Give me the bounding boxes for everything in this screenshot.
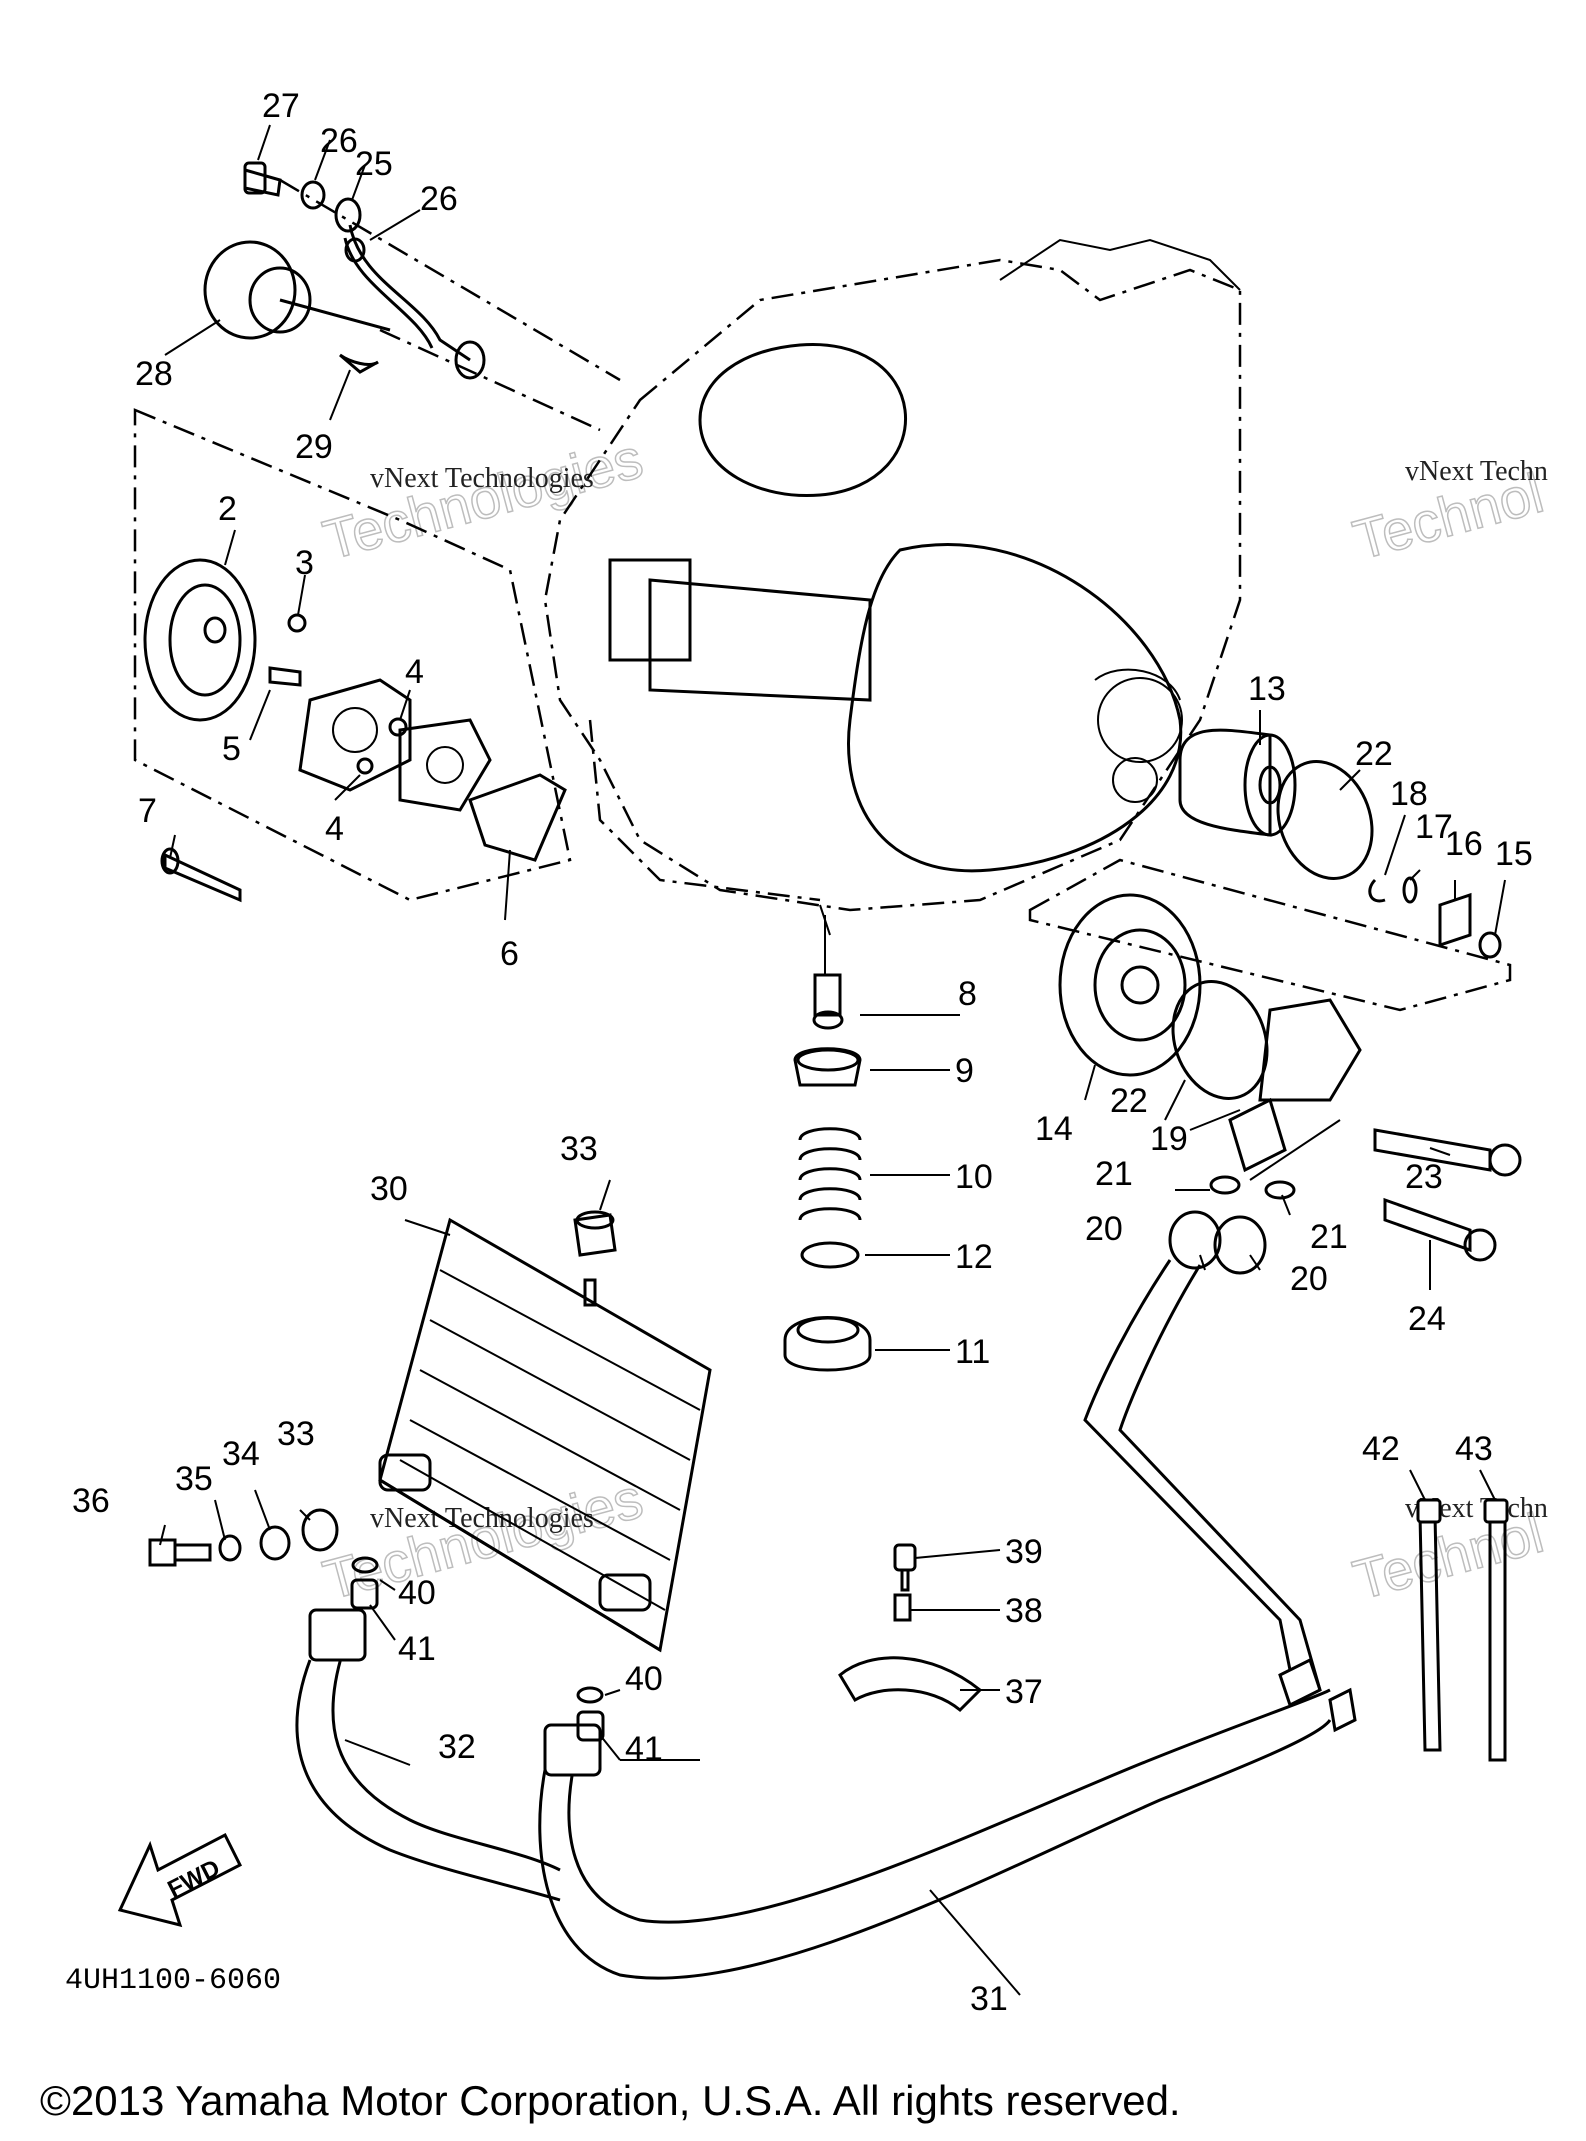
callout-36: 36 bbox=[72, 1482, 110, 1520]
callout-9: 9 bbox=[955, 1052, 974, 1090]
callout-26: 26 bbox=[420, 180, 458, 218]
drive-gear bbox=[203, 240, 297, 340]
callout-12: 12 bbox=[955, 1238, 993, 1276]
watermark-1-text: vNext Technologies bbox=[370, 463, 594, 494]
callout-20: 20 bbox=[1085, 1210, 1123, 1248]
callout-20: 20 bbox=[1290, 1260, 1328, 1298]
callout-3: 3 bbox=[295, 544, 314, 582]
callout-35: 35 bbox=[175, 1460, 213, 1498]
callout-34: 34 bbox=[222, 1435, 260, 1473]
callout-4: 4 bbox=[405, 653, 424, 691]
callout-21: 21 bbox=[1095, 1155, 1133, 1193]
callout-24: 24 bbox=[1408, 1300, 1446, 1338]
callout-21: 21 bbox=[1310, 1218, 1348, 1256]
callout-38: 38 bbox=[1005, 1592, 1043, 1630]
callout-10: 10 bbox=[955, 1158, 993, 1196]
callout-19: 19 bbox=[1150, 1120, 1188, 1158]
callout-29: 29 bbox=[295, 428, 333, 466]
callout-28: 28 bbox=[135, 355, 173, 393]
watermark-2-text: vNext Techn bbox=[1405, 456, 1548, 487]
oil-cooler-group bbox=[148, 1210, 1357, 1980]
callout-41: 41 bbox=[398, 1630, 436, 1668]
callout-37: 37 bbox=[1005, 1673, 1043, 1711]
callout-25: 25 bbox=[355, 145, 393, 183]
callout-22: 22 bbox=[1110, 1082, 1148, 1120]
callout-33: 33 bbox=[277, 1415, 315, 1453]
callout-2: 2 bbox=[218, 490, 237, 528]
watermark-4: Technol vNext Techn bbox=[1346, 1493, 1550, 1612]
callout-4: 4 bbox=[325, 810, 344, 848]
oil-delivery-pipe-group bbox=[203, 161, 621, 432]
oil-pump-group bbox=[133, 408, 572, 903]
oil-union bbox=[1258, 998, 1362, 1102]
callout-14: 14 bbox=[1035, 1110, 1073, 1148]
diagram-code: 4UH1100-6060 bbox=[65, 1964, 281, 1998]
oil-filter-cover bbox=[1058, 893, 1202, 1077]
callout-27: 27 bbox=[262, 87, 300, 125]
callout-22: 22 bbox=[1355, 735, 1393, 773]
callout-31: 31 bbox=[970, 1980, 1008, 2018]
callout-41: 41 bbox=[625, 1730, 663, 1768]
callout-39: 39 bbox=[1005, 1533, 1043, 1571]
callout-16: 16 bbox=[1445, 825, 1483, 863]
callout-18: 18 bbox=[1390, 775, 1428, 813]
oil-filter bbox=[1178, 728, 1272, 837]
callout-30: 30 bbox=[370, 1170, 408, 1208]
callout-33: 33 bbox=[560, 1130, 598, 1168]
strainer-stack bbox=[783, 915, 950, 1372]
callout-42: 42 bbox=[1362, 1430, 1400, 1468]
callout-43: 43 bbox=[1455, 1430, 1493, 1468]
watermark-1: Technologies vNext Technologies bbox=[316, 425, 650, 572]
callout-26: 26 bbox=[320, 122, 358, 160]
callout-40: 40 bbox=[398, 1574, 436, 1612]
callout-8: 8 bbox=[958, 975, 977, 1013]
hose-clamp-group bbox=[838, 1543, 983, 1713]
callout-6: 6 bbox=[500, 935, 519, 973]
callout-13: 13 bbox=[1248, 670, 1286, 708]
leader-lines bbox=[159, 124, 1506, 1996]
callout-11: 11 bbox=[955, 1333, 990, 1371]
callout-40: 40 bbox=[625, 1660, 663, 1698]
callout-7: 7 bbox=[138, 792, 157, 830]
callout-32: 32 bbox=[438, 1728, 476, 1766]
watermark-2: Technol vNext Techn bbox=[1346, 456, 1550, 572]
watermark-3-text: vNext Technologies bbox=[370, 1503, 594, 1534]
watermark-1-large: Technologies bbox=[317, 426, 649, 571]
oil-pump-gear bbox=[143, 558, 257, 722]
oil-pump-gasket bbox=[468, 773, 567, 862]
callout-15: 15 bbox=[1495, 835, 1533, 873]
crankcase-housing bbox=[543, 238, 1242, 936]
callout-5: 5 bbox=[222, 730, 241, 768]
oil-filter-group bbox=[1028, 728, 1522, 1275]
callout-23: 23 bbox=[1405, 1158, 1443, 1196]
forward-direction-arrow: FWD bbox=[117, 1832, 243, 1928]
cable-ties bbox=[1416, 1498, 1509, 1762]
callout-labels: 27 26 25 26 28 29 2 3 4 5 4 7 6 13 22 18… bbox=[72, 87, 1533, 2018]
oil-pump-body bbox=[298, 678, 412, 792]
callout-17: 17 bbox=[1415, 808, 1453, 846]
copyright-notice: ©2013 Yamaha Motor Corporation, U.S.A. A… bbox=[40, 2077, 1181, 2124]
